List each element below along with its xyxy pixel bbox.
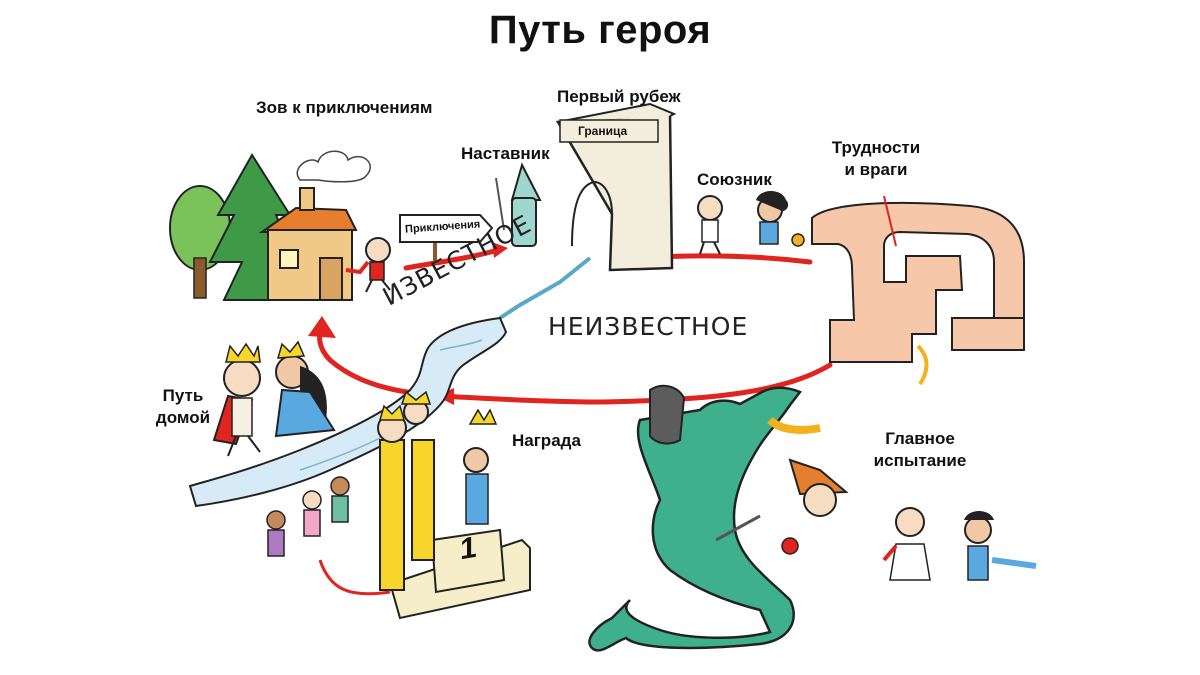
stage-reward-label: Награда xyxy=(512,431,581,450)
page-title: Путь героя xyxy=(488,8,712,52)
mentor-wizard xyxy=(495,162,542,247)
stage-ordeal-line1: Главное xyxy=(885,429,955,448)
ordeal-figures xyxy=(882,507,1037,581)
stage-road-back-line2: домой xyxy=(155,408,211,427)
stage-mentor-label: Наставник xyxy=(461,144,550,163)
gate-arch xyxy=(555,102,677,272)
stage-threshold-label: Первый рубеж xyxy=(557,87,681,106)
dragon xyxy=(588,384,821,652)
podium-number: 1 xyxy=(460,530,477,567)
road-back-scene xyxy=(212,340,336,457)
river xyxy=(188,256,592,508)
stage-ally-label: Союзник xyxy=(697,170,772,189)
maze xyxy=(811,195,1025,386)
arrowhead-call xyxy=(492,242,508,258)
stage-trials-label: Трудности и враги xyxy=(826,137,926,181)
zone-unknown-label: НЕИЗВЕСТНОЕ xyxy=(548,312,749,341)
hooded-attacker xyxy=(715,458,849,555)
adventure-sign-shape xyxy=(399,214,494,262)
stage-road-back-label: Путь домой xyxy=(150,385,216,429)
house xyxy=(258,150,371,301)
forest-trees xyxy=(169,153,298,301)
stage-road-back-line1: Путь xyxy=(162,386,204,405)
stage-trials-line1: Трудности xyxy=(831,138,921,157)
stage-trials-line2: и враги xyxy=(844,160,908,179)
ally-figures xyxy=(697,191,805,255)
stage-call-label: Зов к приключениям xyxy=(256,98,433,117)
stage-ordeal-label: Главное испытание xyxy=(868,428,972,472)
hero-figure xyxy=(345,237,391,293)
arrowhead-return xyxy=(308,316,336,338)
stage-ordeal-line2: испытание xyxy=(873,451,967,470)
gate-sign: Граница xyxy=(578,124,628,138)
reward-scene xyxy=(266,390,531,620)
